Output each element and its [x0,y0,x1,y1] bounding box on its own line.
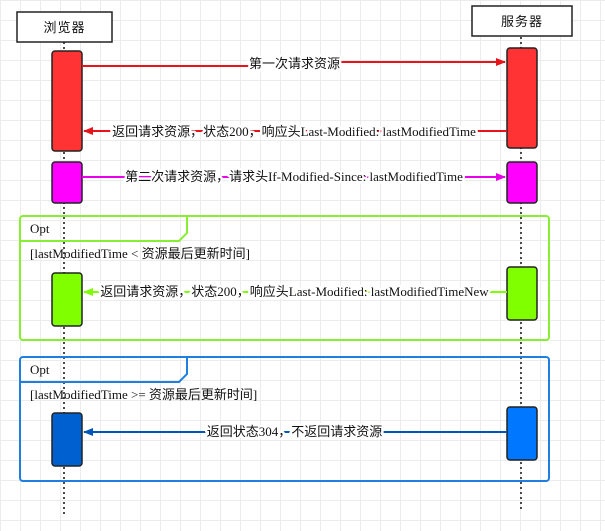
server-activation-4 [506,406,538,461]
opt-fragment-1-guard: [lastModifiedTime < 资源最后更新时间] [30,246,250,261]
message-4: 返回请求资源，状态200，响应头Last-Modified: lastModif… [83,282,507,302]
opt-fragment-1-keyword: Opt [30,221,50,236]
opt-fragment-2: Opt [lastModifiedTime >= 资源最后更新时间] [19,356,550,482]
message-5: 返回状态304，不返回请求资源 [83,422,507,442]
message-3-label: 第二次请求资源，请求头If-Modified-Since: lastModifi… [125,169,463,184]
message-2: 返回请求资源，状态200，响应头Last-Modified: lastModif… [83,122,507,142]
server-activation-3 [506,266,538,321]
browser-activation-4 [51,412,83,467]
message-1-label: 第一次请求资源 [249,56,340,71]
opt-fragment-1: Opt [lastModifiedTime < 资源最后更新时间] [19,215,550,341]
server-activation-2 [506,161,538,204]
message-1: 第一次请求资源 [82,54,506,74]
message-4-label: 返回请求资源，状态200，响应头Last-Modified: lastModif… [100,284,489,299]
message-2-label: 返回请求资源，状态200，响应头Last-Modified: lastModif… [112,124,476,139]
server-actor-label: 服务器 [501,14,543,29]
browser-activation-3 [51,272,83,327]
opt-fragment-2-keyword: Opt [30,362,50,377]
opt-fragment-2-guard: [lastModifiedTime >= 资源最后更新时间] [30,387,257,402]
browser-activation-2 [51,161,83,204]
server-actor: 服务器 [471,5,573,37]
message-5-label: 返回状态304，不返回请求资源 [207,424,383,439]
message-3: 第二次请求资源，请求头If-Modified-Since: lastModifi… [82,167,506,187]
browser-actor-label: 浏览器 [43,20,85,35]
browser-activation-1 [51,50,83,152]
browser-actor: 浏览器 [16,11,113,43]
server-activation-1 [506,47,538,149]
